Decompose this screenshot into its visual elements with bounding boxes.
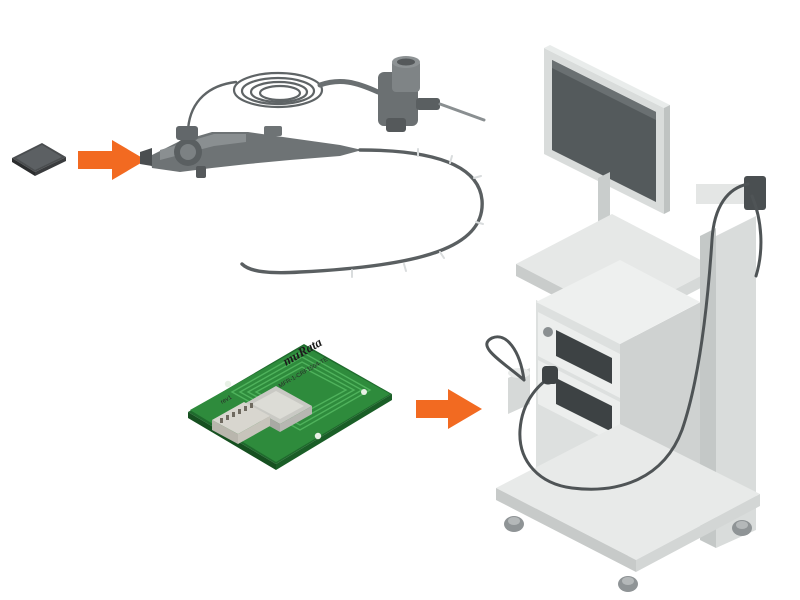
wireless-module-icon: muRata MFR-1-CRF1504-TE rev1 bbox=[188, 334, 392, 470]
arrow-module-to-cart bbox=[416, 389, 482, 429]
arrow-chip-to-endoscope bbox=[78, 140, 146, 180]
module-corner-mark: rev1 bbox=[220, 394, 234, 405]
chip-icon bbox=[12, 143, 66, 176]
endoscope-icon bbox=[140, 56, 486, 278]
endoscopy-cart-icon bbox=[485, 45, 766, 592]
